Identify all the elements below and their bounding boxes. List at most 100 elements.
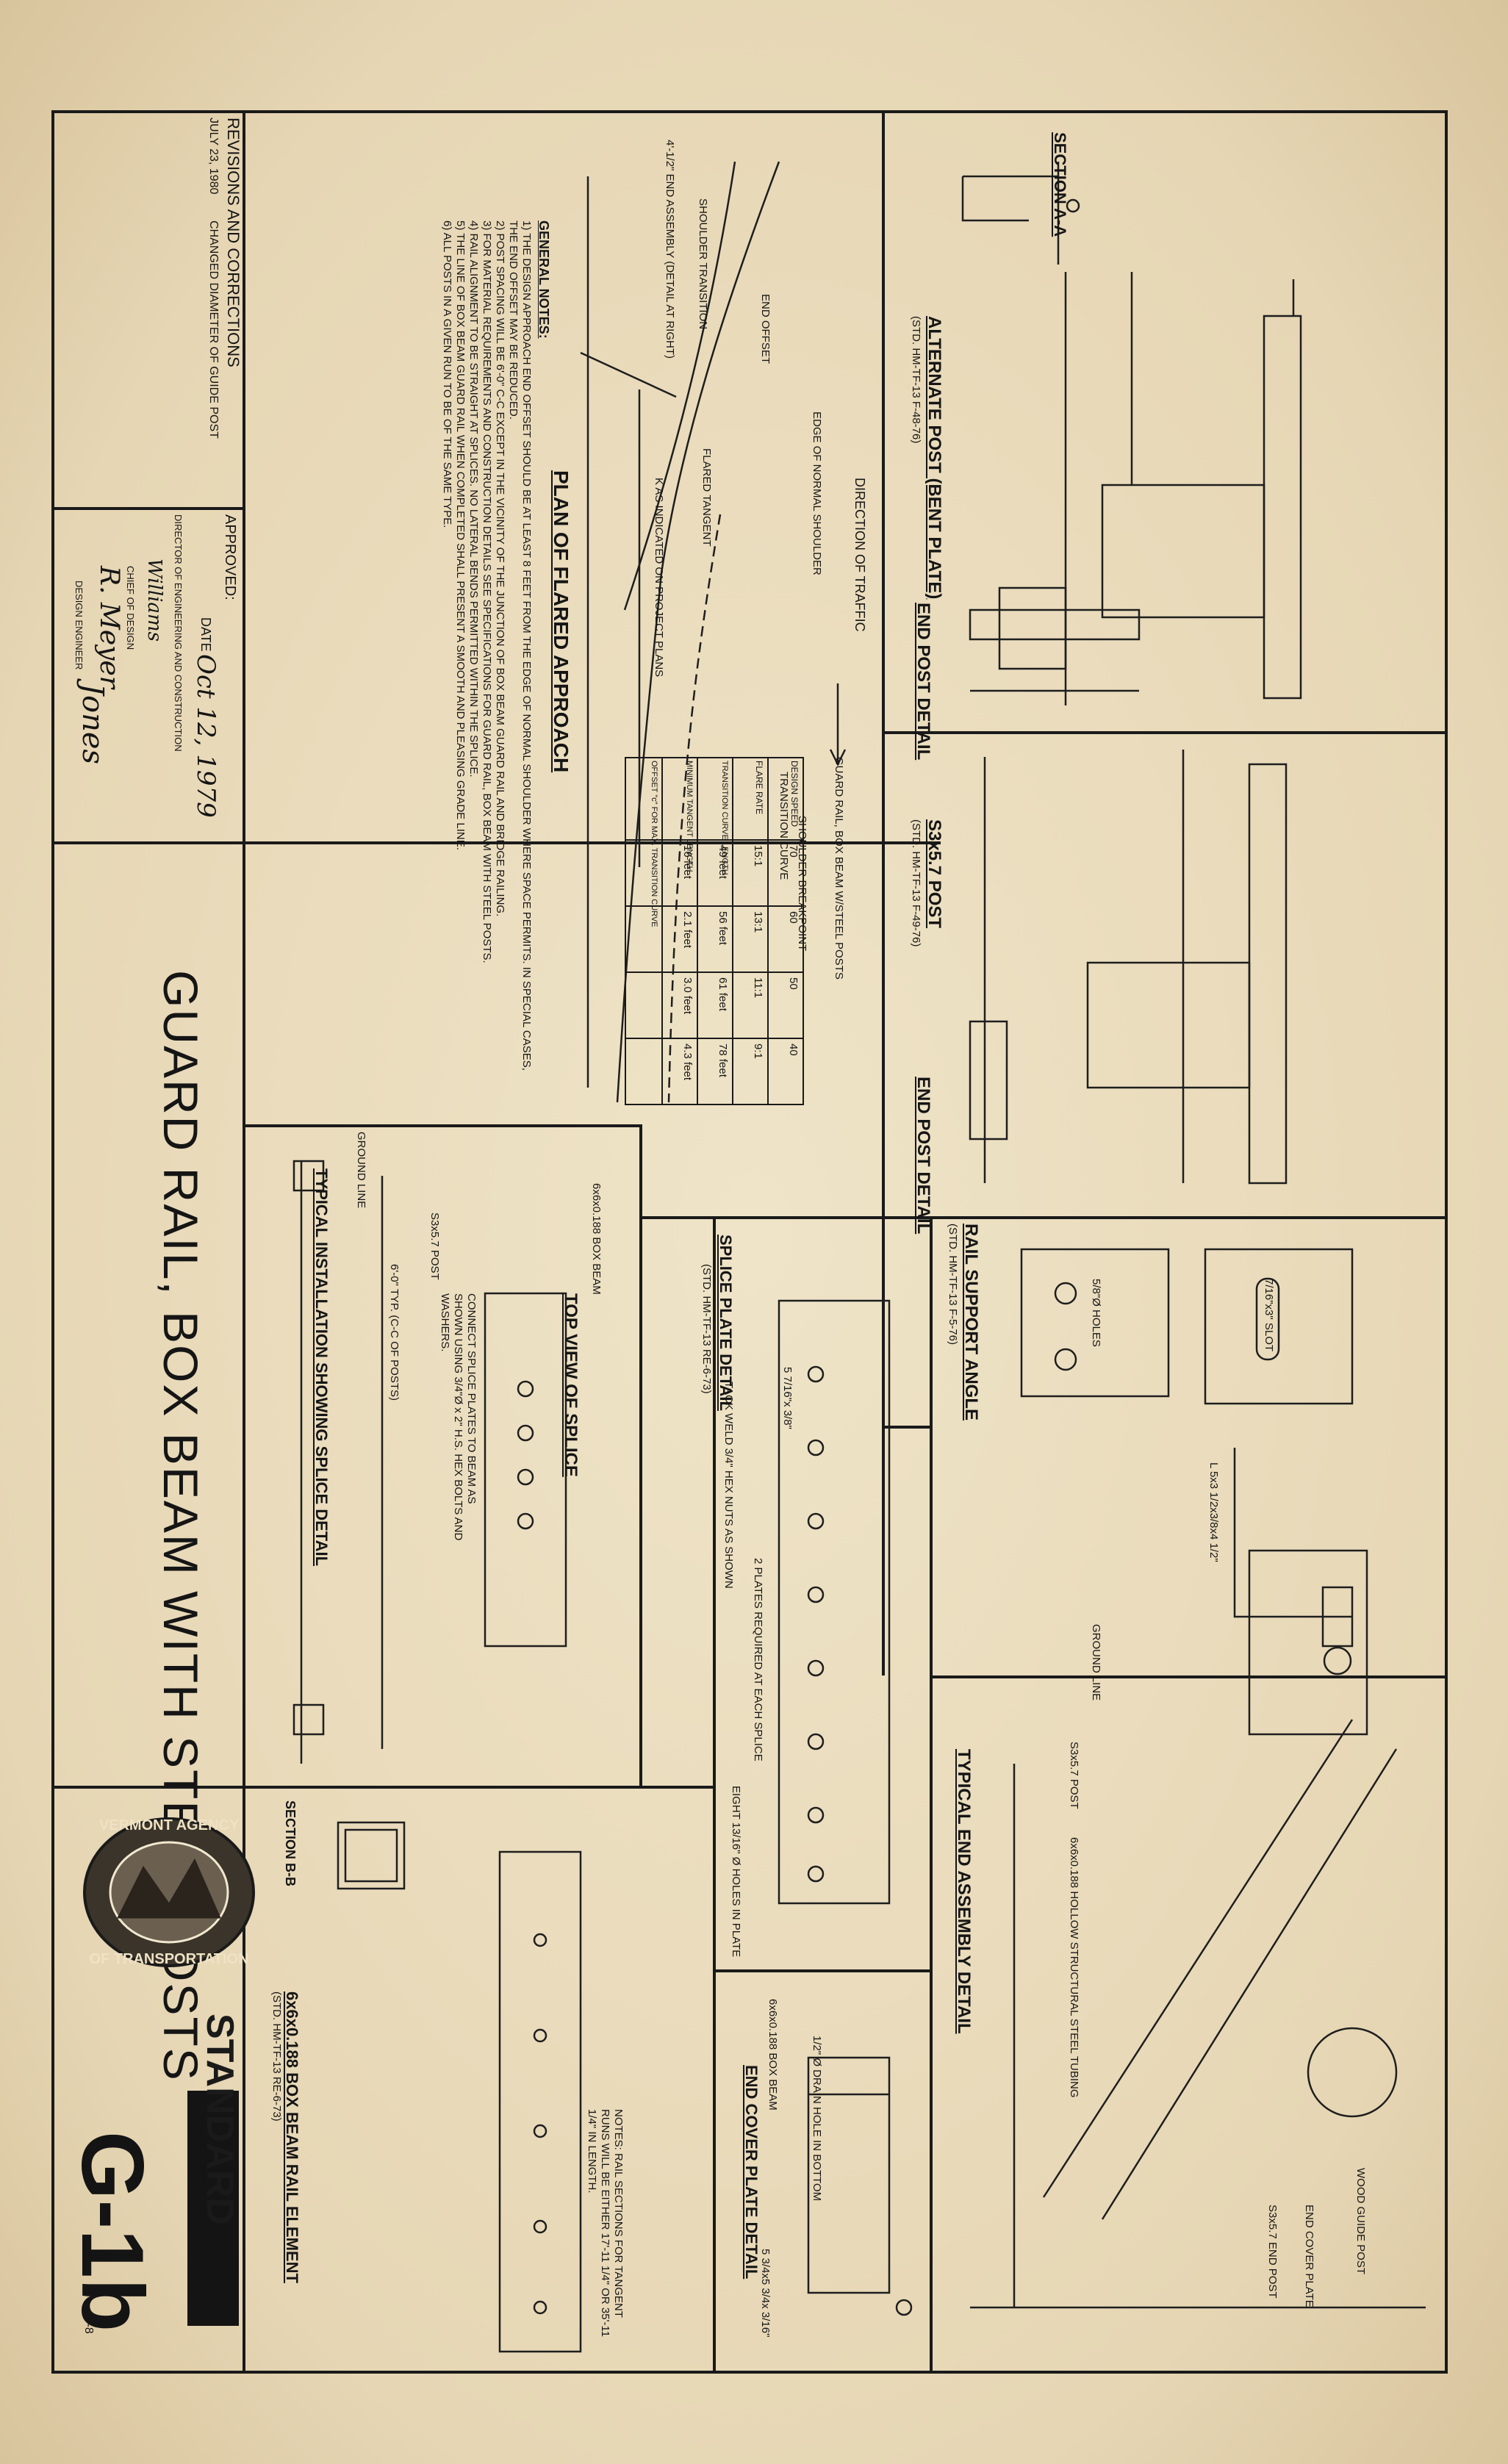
table-cell: 61 feet [717,977,729,1011]
table-cell: 2.1 feet [681,911,694,949]
end-assembly-ground-line: GROUND LINE [1090,1624,1102,1701]
standard-label: STANDARD [198,2014,241,2225]
divider-line [713,1216,716,2374]
table-header-offset: OFFSET "c" FOR MAX. TRANSITION CURVE [650,761,658,927]
label-shoulder-transition: SHOULDER TRANSITION [697,198,709,330]
s3-post-drawing [969,750,1288,1185]
agency-seal: VERMONT AGENCY OF TRANSPORTATION [83,1817,255,1967]
table-cell: 9:1 [752,1044,764,1059]
s3-post-std: (STD. HM-TF-13 F-49-76) [910,819,922,947]
chief-title: CHIEF OF DESIGN [125,566,136,650]
end-assembly-guide-post: WOOD GUIDE POST [1354,2168,1367,2275]
table-cell: 40 [787,1044,800,1056]
table-cell: 13:1 [752,911,764,933]
note-item: 2) POST SPACING WILL BE 6'-0" C-C EXCEPT… [494,220,506,917]
svg-text:OF TRANSPORTATION: OF TRANSPORTATION [89,1951,248,1967]
rail-support-holes: 5/8"Ø HOLES [1090,1279,1102,1347]
divider-line [51,1786,713,1789]
note-item: 4) RAIL ALIGNMENT TO BE STRAIGHT AT SPLI… [467,220,480,777]
box-beam-std: (STD. HM-TF-13 RE-6-73) [270,1991,283,2122]
divider-line [639,1216,882,1219]
approved-label: APPROVED: [222,514,238,600]
sheet-border [51,110,1448,2374]
approval-date: Oct 12, 1979 [191,654,220,818]
end-assembly-drawing [970,1549,1426,2309]
table-header-flare: FLARE RATE [754,761,764,815]
transition-table [625,757,804,1105]
approval-date-label: DATE [198,617,213,652]
end-cover-beam: 6x6x0.188 BOX BEAM [766,1999,779,2111]
table-cell: 60 [787,911,800,924]
divider-line [51,507,245,510]
director-title: DIRECTOR OF ENGINEERING AND CONSTRUCTION [173,514,184,752]
note-item: 3) FOR MATERIAL REQUIREMENTS AND CONSTRU… [481,220,493,963]
note-item: 6) ALL POSTS IN A GIVEN RUN TO BE OF THE… [441,220,453,528]
flared-approach-plan [580,161,847,1103]
box-beam-element-drawing [337,1821,582,2353]
direction-of-traffic: DIRECTION OF TRAFFIC [852,478,867,632]
label-end-offset: END OFFSET [759,294,772,364]
revisions-heading: REVISIONS AND CORRECTIONS [224,118,243,367]
chief-signature: R. Meyer [94,566,124,689]
label-edge-shoulder: EDGE OF NORMAL SHOULDER [811,412,823,575]
end-assembly-cover: END COVER PLATE [1303,2205,1315,2307]
divider-line [882,1216,1448,1219]
splice-plate-tack-weld: TACK WELD 3/4" HEX NUTS AS SHOWN [722,1382,735,1589]
s3-post-title: S3x5.7 POST [924,819,944,929]
divider-line [243,110,245,2374]
standard-stamp [187,2091,239,2326]
table-cell: 56 feet [717,911,729,945]
splice-plate-std: (STD. HM-TF-13 RE-6-73) [700,1264,713,1394]
rail-support-slot: 7/16"x3" SLOT [1263,1279,1275,1352]
table-cell: 16 feet [681,845,694,879]
section-bb-label: SECTION B-B [283,1800,298,1886]
end-assembly-title: TYPICAL END ASSEMBLY DETAIL [954,1749,974,2034]
top-view-splice-title: TOP VIEW OF SPLICE [561,1293,581,1477]
rail-support-angle-drawing [1020,1248,1354,1618]
top-view-connect-note: CONNECT SPLICE PLATES TO BEAM AS SHOWN U… [439,1293,478,1541]
divider-line [243,1124,639,1127]
table-cell: 11:1 [752,977,764,999]
table-cell: 15:1 [752,845,764,867]
table-cell: 78 feet [717,1044,729,1077]
section-aa-drawing [961,162,1080,265]
label-k-note: K AS INDICATED ON PROJECT PLANS [653,478,665,678]
end-cover-size: 5 3/4x5 3/4x 3/16" [759,2249,772,2338]
end-assembly-post: S3x5.7 POST [1068,1742,1080,1809]
divider-line [882,110,885,1675]
divider-line [639,1124,642,1786]
box-beam-notes: NOTES: RAIL SECTIONS FOR TANGENT RUNS WI… [586,2109,625,2338]
revision-date: JULY 23, 1980 [207,118,220,195]
splice-plate-qty: 2 PLATES REQUIRED AT EACH SPLICE [752,1558,764,1761]
page-ref: D-8 [82,2315,95,2334]
note-item: 1) THE DESIGN APPROACH END OFFSET SHOULD… [507,220,533,1071]
note-item: 5) THE LINE OF BOX BEAM GUARD RAIL WHEN … [454,220,467,850]
splice-plate-dim: 5 7/16"x 3/8" [781,1367,794,1429]
alternate-post-title: ALTERNATE POST (BENT PLATE) [924,316,944,600]
typical-install-title: TYPICAL INSTALLATION SHOWING SPLICE DETA… [312,1168,331,1567]
table-cell: 50 [787,977,800,990]
engineer-signature: Jones [76,683,109,765]
splice-plate-holes: EIGHT 13/16" Ø HOLES IN PLATE [730,1786,742,1958]
end-assembly-end-post: S3x5.7 END POST [1266,2205,1279,2299]
label-guard-rail: GUARD RAIL, BOX BEAM W/STEEL POSTS [833,757,845,980]
end-cover-plate-drawing [807,2056,913,2316]
engineer-title: DESIGN ENGINEER [73,581,85,670]
table-cell: 3.0 feet [681,977,694,1015]
label-flared-tangent: FLARED TANGENT [700,448,713,547]
divider-line [51,841,941,844]
install-post: S3x5.7 POST [428,1213,441,1280]
top-view-beam-label: 6x6x0.188 BOX BEAM [590,1183,603,1295]
splice-installation-drawing [292,1160,567,1764]
divider-line [713,1969,930,1972]
end-cover-title: END COVER PLATE DETAIL [742,2065,761,2280]
install-ground-line: GROUND LINE [355,1132,367,1209]
table-cell: 70 [787,845,800,858]
label-end-assembly: 4'-1/2" END ASSEMBLY (DETAIL AT RIGHT) [664,140,676,359]
end-post-1-drawing [969,586,1141,692]
general-notes-list: 1) THE DESIGN APPROACH END OFFSET SHOULD… [440,220,533,1088]
divider-line [882,731,1448,734]
end-assembly-tubing: 6x6x0.188 HOLLOW STRUCTURAL STEEL TUBING [1068,1837,1080,2098]
revision-text: CHANGED DIAMETER OF GUIDE POST [207,220,220,439]
